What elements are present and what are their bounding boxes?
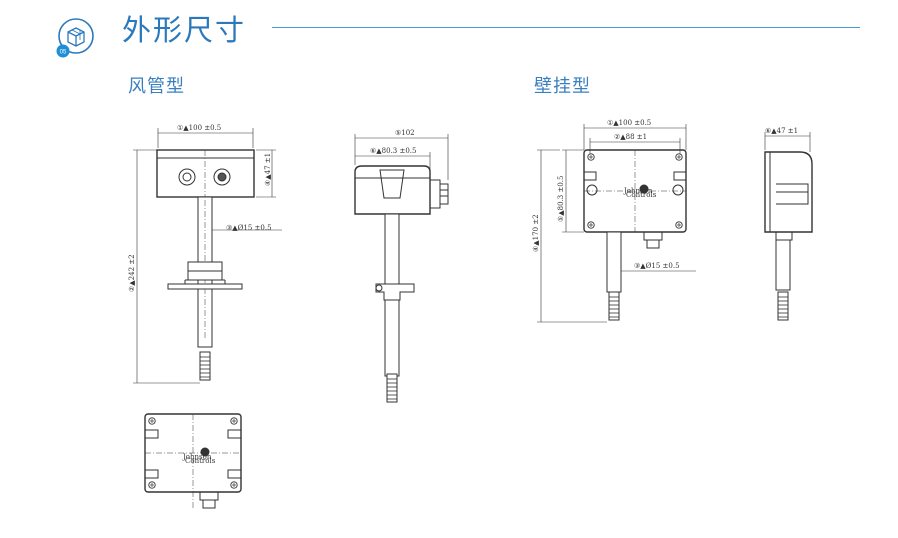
wall-dim-hole-spacing: ②▲88 ±1	[614, 133, 647, 141]
wall-dim-probe: ③▲Ø15 ±0.5	[634, 262, 680, 270]
wall-dim-total-height: ④▲170 ±2	[532, 214, 540, 252]
title-divider	[272, 27, 860, 28]
brand-logo-line1: Johnson	[182, 453, 212, 461]
duct-side-view	[354, 134, 449, 403]
wall-dim-width: ①▲100 ±0.5	[607, 119, 651, 127]
duct-dim-probe: ③▲Ø15 ±0.5	[226, 224, 272, 232]
wall-section-label: 壁挂型	[534, 76, 591, 97]
duct-side-dim-total: ⑤102	[395, 129, 415, 137]
duct-side-dim-body: ⑥▲80.3 ±0.5	[370, 147, 416, 155]
wall-brand-line2: Controls	[626, 191, 657, 199]
wall-dim-height: ⑤▲80.3 ±0.5	[557, 176, 565, 222]
box-dimension-icon: 05	[56, 18, 94, 58]
wall-front-view	[537, 124, 696, 323]
wall-brand-line1: Johnson	[623, 187, 653, 195]
wall-side-dim-depth: ⑥▲47 ±1	[765, 127, 798, 135]
brand-logo-line2: Controls	[185, 457, 216, 465]
duct-dim-height: ④▲47 ±1	[264, 153, 272, 186]
duct-front-view	[133, 128, 282, 384]
duct-top-view	[144, 413, 242, 510]
wall-side-view	[764, 132, 813, 321]
page-title: 外形尺寸	[122, 13, 247, 47]
duct-section-label: 风管型	[128, 76, 185, 97]
duct-dim-width: ①▲100 ±0.5	[177, 124, 221, 132]
duct-dim-length: ②▲242 ±2	[128, 254, 136, 292]
svg-text:05: 05	[60, 50, 67, 56]
